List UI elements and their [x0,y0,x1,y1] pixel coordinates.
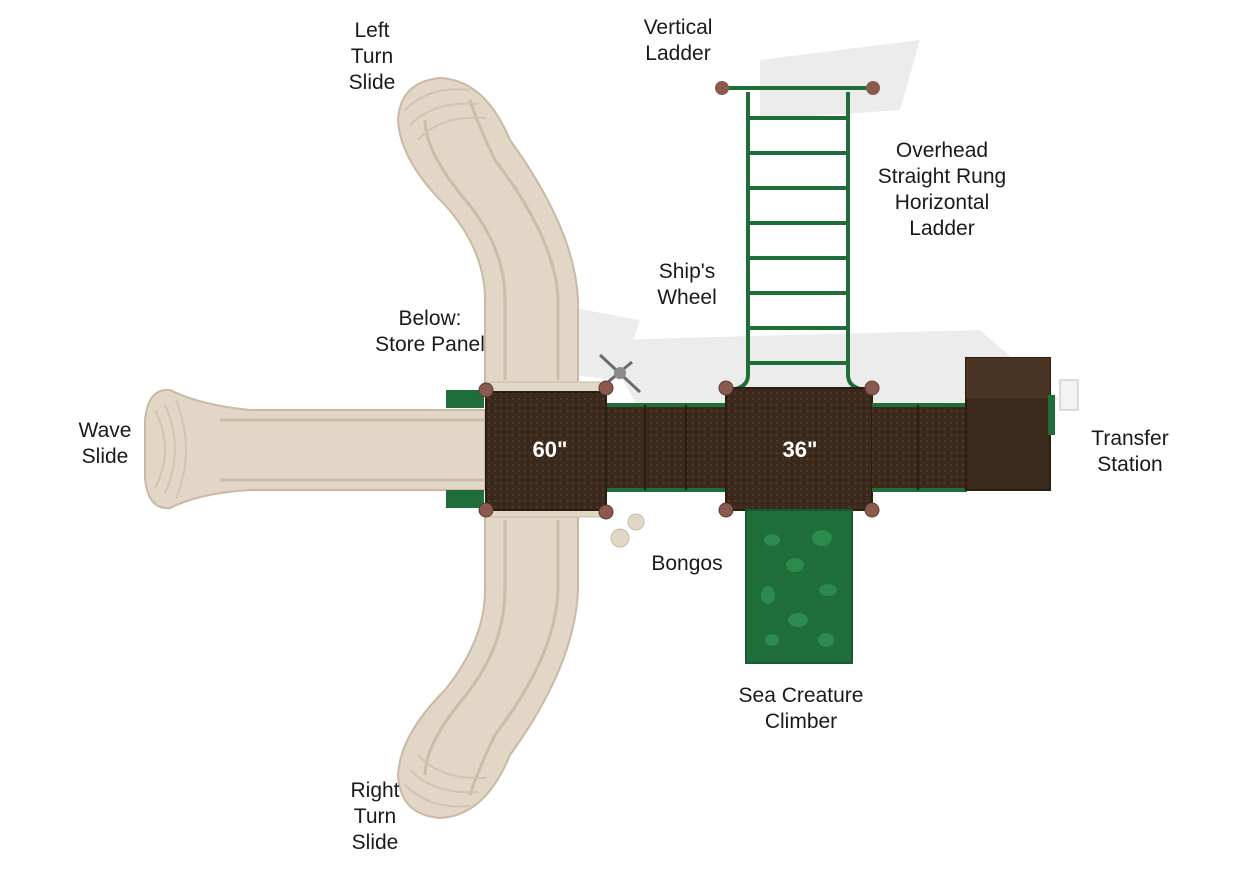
deck-posts [478,380,880,520]
deck-60-label: 60" [533,437,568,462]
vertical-ladder-label: Vertical Ladder [643,16,713,65]
ladder-post [866,81,880,95]
store-panel-edge [446,390,484,408]
sea-creature-climber [745,509,853,664]
ladder-post [715,81,729,95]
deck-60: 60" [485,391,607,511]
walkway-left [604,403,726,492]
deck-36-label: 36" [783,437,818,462]
transfer-station-label: Transfer Station [1091,427,1169,476]
walkway-right [872,403,967,492]
deck-36: 36" [725,387,873,511]
left-turn-slide [396,76,579,386]
wave-slide [144,388,486,510]
right-turn-slide [396,514,579,820]
ships-wheel-label: Ship's Wheel [657,260,717,309]
store-panel-label: Below: Store Panel [375,307,485,356]
overhead-ladder-label: Overhead Straight Rung Horizontal Ladder [877,139,1007,240]
store-panel-edge-lower [446,490,484,508]
bongos [610,513,645,548]
left-turn-slide-label: Left Turn Slide [348,19,396,94]
right-turn-slide-label: Right Turn Slide [350,779,400,854]
ships-wheel [598,353,642,394]
wave-slide-label: Wave Slide [78,419,132,468]
bongos-label: Bongos [651,552,723,575]
sea-creature-climber-label: Sea Creature Climber [738,684,864,733]
transfer-station [965,357,1079,491]
